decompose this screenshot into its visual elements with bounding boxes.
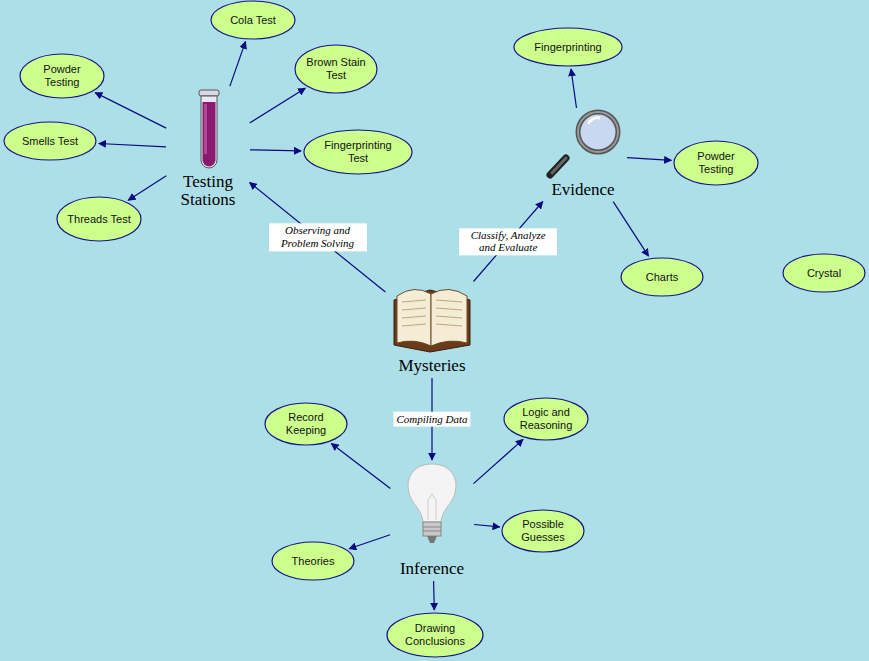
node-label: Cola Test [220,14,287,27]
node-label: Logic and Reasoning [513,406,580,431]
connector-arrow [474,439,524,483]
ellipse-node: Cola Test [210,0,296,40]
node-label: Record Keeping [273,411,339,436]
ellipse-node: Drawing Conclusions [386,612,484,658]
connector-arrow [349,535,390,549]
node-label: Charts [629,271,695,284]
connector-arrow [128,176,166,200]
connector-arrow [230,42,246,87]
connector-arrow [250,183,386,293]
ellipse-node: Theories [271,541,355,581]
ellipse-node: Fingerprinting [513,27,623,67]
ellipse-node: Charts [620,257,704,297]
connector-arrow [331,443,390,488]
ellipse-node: Fingerprinting Test [303,129,413,175]
hub-node: Testing Stations [168,88,248,210]
test-tube-icon [199,90,219,168]
node-label: Powder Testing [29,63,96,88]
node-label: Fingerprinting [525,41,611,54]
node-label: Possible Guesses [510,518,576,543]
hub-title: Mysteries [397,357,467,376]
ellipse-node: Powder Testing [673,140,759,186]
light-bulb-icon [408,464,456,543]
hub-title: Inference [399,560,466,579]
edge-label: Classify, Analyze and Evaluate [459,228,557,255]
ellipse-node: Logic and Reasoning [503,397,589,441]
hub-node: Mysteries [387,283,477,376]
edge-label: Compiling Data [393,412,470,427]
node-label: Powder Testing [683,150,750,175]
connector-arrow [99,144,166,147]
node-label: Brown Stain Test [303,56,369,81]
hub-node: Evidence [541,110,625,200]
node-label: Threads Test [66,213,133,226]
connector-arrow [474,525,500,527]
book-icon [394,289,470,352]
node-label: Fingerprinting Test [315,139,401,164]
connector-arrow [95,93,166,129]
node-label: Drawing Conclusions [397,622,473,647]
magnifier-icon [550,112,618,175]
ellipse-node: Possible Guesses [501,509,585,553]
connector-arrow [613,202,648,257]
connector-arrow [250,150,301,151]
node-label: Smells Test [14,135,87,148]
ellipse-node: Powder Testing [19,53,105,99]
ellipse-node: Smells Test [3,121,97,161]
connector-arrow [571,69,577,108]
connector-arrow [250,88,306,123]
hub-node: Inference [392,462,472,579]
ellipse-node: Record Keeping [264,402,348,446]
hub-title: Testing Stations [180,173,237,210]
node-label: Theories [280,555,346,568]
hub-title: Evidence [550,181,616,200]
ellipse-node: Brown Stain Test [294,44,378,94]
edge-label: Observing and Problem Solving [269,224,367,251]
ellipse-node: Threads Test [56,196,142,242]
node-label: Crystal [791,267,857,280]
connector-arrow [627,158,671,161]
ellipse-node: Crystal [782,253,866,293]
connector-arrow [433,581,435,610]
